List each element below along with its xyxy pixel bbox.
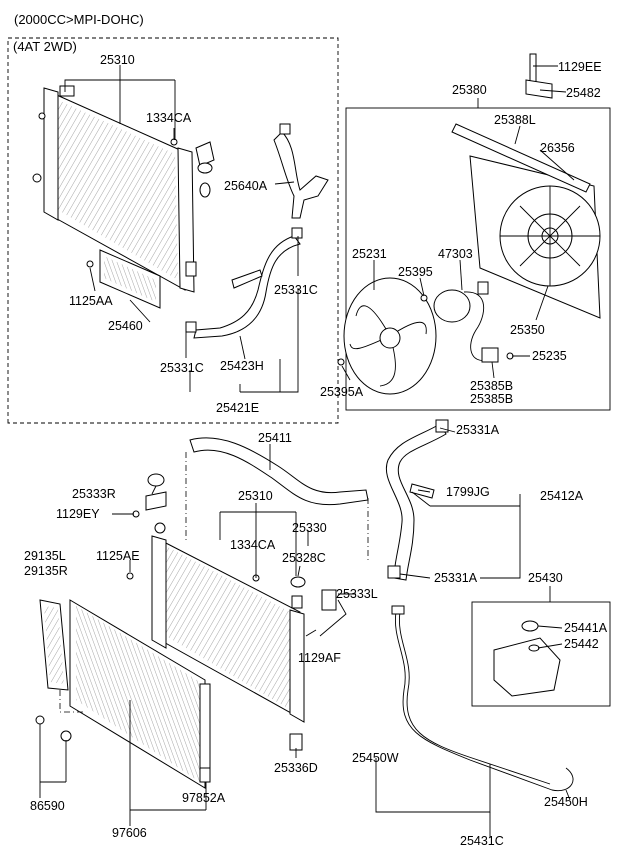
label-25331c-a: 25331C — [274, 283, 318, 297]
label-25333r: 25333R — [72, 487, 116, 501]
motor-47303 — [420, 281, 499, 363]
radiator-25310-bottom — [151, 522, 337, 751]
label-25431c: 25431C — [460, 834, 504, 848]
label-25412a: 25412A — [540, 489, 584, 503]
label-25388l: 25388L — [494, 113, 536, 127]
reservoir-25430 — [493, 620, 561, 697]
hose-25411-guide — [185, 452, 369, 560]
label-25310-top: 25310 — [100, 53, 135, 67]
label-25421e: 25421E — [216, 401, 259, 415]
label-25423h: 25423H — [220, 359, 264, 373]
screw-25395a — [337, 358, 345, 366]
radiator-top — [32, 85, 197, 293]
label-29135r: 29135R — [24, 564, 68, 578]
label-25442: 25442 — [564, 637, 599, 651]
bolt-1129ee — [525, 53, 553, 99]
hose-25411 — [189, 437, 369, 506]
shroud-25350 — [469, 155, 601, 319]
label-86590: 86590 — [30, 799, 65, 813]
label-25450h: 25450H — [544, 795, 588, 809]
label-97606: 97606 — [112, 826, 147, 840]
label-25395a: 25395A — [320, 385, 364, 399]
hose-25412a — [385, 419, 449, 581]
label-25411: 25411 — [258, 431, 292, 445]
label-25336d: 25336D — [274, 761, 318, 775]
label-25482: 25482 — [566, 86, 601, 100]
label-1129ey: 1129EY — [56, 507, 100, 521]
label-25331a-b: 25331A — [434, 571, 478, 585]
label-1125ae: 1125AE — [96, 549, 140, 563]
label-25310-bottom: 25310 — [238, 489, 273, 503]
label-47303: 47303 — [438, 247, 473, 261]
label-25385b-b: 25385B — [470, 392, 513, 406]
label-1125aa: 1125AA — [69, 294, 113, 308]
label-25380: 25380 — [452, 83, 487, 97]
label-25430: 25430 — [528, 571, 563, 585]
label-25640a: 25640A — [224, 179, 268, 193]
reservoir-frame — [471, 601, 611, 707]
label-25450w: 25450W — [352, 751, 399, 765]
label-25331a-a: 25331A — [456, 423, 500, 437]
bracket-25388l — [451, 123, 591, 193]
label-25395: 25395 — [398, 265, 433, 279]
air-guard-29135 — [39, 599, 69, 691]
label-1799jg: 1799JG — [446, 485, 490, 499]
engine-spec-heading: (2000CC>MPI-DOHC) — [14, 12, 144, 27]
label-97852a: 97852A — [182, 791, 226, 805]
label-25231: 25231 — [352, 247, 387, 261]
variant-heading: (4AT 2WD) — [13, 39, 77, 54]
variant-group-frame — [7, 37, 339, 424]
label-25331c-b: 25331C — [160, 361, 204, 375]
condenser-97606 — [69, 572, 211, 789]
label-1129ee: 1129EE — [558, 60, 602, 74]
label-25330: 25330 — [292, 521, 327, 535]
label-25350: 25350 — [510, 323, 545, 337]
label-1334ca-top: 1334CA — [146, 111, 192, 125]
label-25235: 25235 — [532, 349, 567, 363]
label-25460: 25460 — [108, 319, 143, 333]
oil-cooler-25460 — [86, 249, 161, 309]
cap-25333r — [132, 473, 167, 518]
cap-1334ca-top — [170, 138, 215, 198]
hose-25423h — [185, 227, 303, 339]
hose-25450w — [391, 605, 574, 792]
label-26356: 26356 — [540, 141, 575, 155]
label-25441a: 25441A — [564, 621, 608, 635]
fan-blade-25231 — [343, 277, 437, 395]
label-25385b-a: 25385B — [470, 379, 513, 393]
label-25333l: 25333L — [336, 587, 378, 601]
label-1129af: 1129AF — [298, 651, 341, 665]
hose-25640a — [273, 123, 329, 219]
label-1334ca-bottom: 1334CA — [230, 538, 276, 552]
label-25328c: 25328C — [282, 551, 326, 565]
label-29135l: 29135L — [24, 549, 66, 563]
mount-guide — [59, 690, 84, 713]
mount-86590 — [35, 715, 72, 742]
